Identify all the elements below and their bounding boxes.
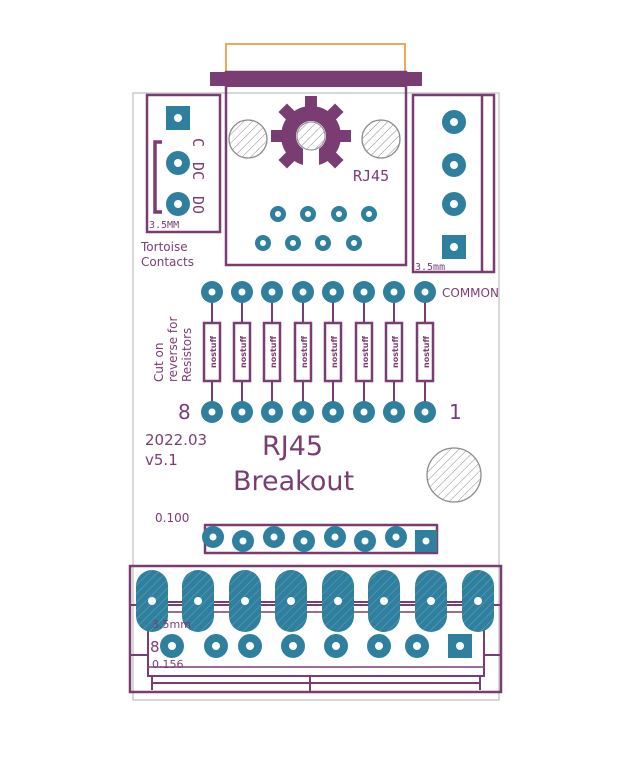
- screw-slot-6: [229, 570, 261, 632]
- terminal-pin-1: [448, 634, 472, 658]
- header-pin-6: [354, 530, 376, 552]
- rj45-keepout: [225, 43, 406, 74]
- pin8-label: 8: [178, 400, 191, 424]
- header-pin-3: [263, 526, 285, 548]
- terminal-pin-6: [238, 634, 262, 658]
- resistor-6: nostuff: [261, 281, 283, 423]
- resistor-3: nostuff: [353, 281, 375, 423]
- terminal-pin-2: [405, 634, 429, 658]
- resistor-1: nostuff: [414, 281, 436, 423]
- right-terminal-size: 3.5mm: [415, 262, 445, 273]
- bottom-terminal-pitch: 0.156: [152, 658, 184, 671]
- resistor-part-label: nostuff: [239, 336, 248, 368]
- terminal-label-do: DO: [189, 196, 207, 214]
- screw-slot-5: [275, 570, 307, 632]
- header-pin-4: [293, 530, 315, 552]
- resistor-array: nostuff nostuff nostuff nostuff nostuff nostu…: [201, 281, 436, 423]
- terminal-label-dc: DC: [189, 162, 207, 180]
- resistor-part-label: nostuff: [422, 336, 431, 368]
- cut-note-line2: reverse for: [166, 317, 180, 382]
- board-outline: [132, 92, 500, 701]
- header-pin-8: [415, 530, 437, 552]
- terminal-pin-5: [281, 634, 305, 658]
- screw-slot-8: [136, 570, 168, 632]
- terminal-pin-4: [324, 634, 348, 658]
- common-label: COMMON: [442, 286, 499, 300]
- screw-slot-7: [182, 570, 214, 632]
- resistor-5: nostuff: [292, 281, 314, 423]
- mounting-hole: [426, 447, 482, 503]
- rj45-label: RJ45: [353, 167, 389, 185]
- board-date: 2022.03: [145, 431, 207, 449]
- resistor-part-label: nostuff: [330, 336, 339, 368]
- rj45-pins: [255, 206, 377, 251]
- rj45-mount-hole-left: [228, 119, 268, 159]
- terminal-pin-8: [160, 634, 184, 658]
- bottom-pin8-mark: 8: [150, 638, 160, 656]
- resistor-part-label: nostuff: [269, 336, 278, 368]
- left-terminal-block: C DC DO 3.5MM: [145, 93, 222, 234]
- terminal-pin-7: [204, 634, 228, 658]
- resistor-7: nostuff: [231, 281, 253, 423]
- cut-note-line1: Cut on: [152, 343, 166, 382]
- right-terminal-block: 3.5mm: [411, 93, 496, 274]
- tortoise-caption-line1: Tortoise: [140, 240, 188, 254]
- resistor-8: nostuff: [201, 281, 223, 423]
- bottom-terminal-size: 3.5mm: [152, 618, 191, 631]
- header-pin-2: [232, 530, 254, 552]
- screw-slot-1: [462, 570, 494, 632]
- resistor-4: nostuff: [322, 281, 344, 423]
- rj45-mount-hole-right: [361, 119, 401, 159]
- header-pin-5: [324, 526, 346, 548]
- header-pin-1: [202, 526, 224, 548]
- board-version: v5.1: [145, 451, 178, 469]
- screw-slot-2: [415, 570, 447, 632]
- resistor-2: nostuff: [383, 281, 405, 423]
- rj45-connector: RJ45: [210, 70, 422, 267]
- cut-note-line3: Resistors: [180, 328, 194, 382]
- board-title-line2: Breakout: [233, 466, 354, 497]
- header-pitch-label: 0.100: [155, 511, 189, 525]
- resistor-part-label: nostuff: [361, 336, 370, 368]
- resistor-part-label: nostuff: [391, 336, 400, 368]
- screw-slot-4: [322, 570, 354, 632]
- screw-slot-3: [368, 570, 400, 632]
- resistor-part-label: nostuff: [209, 336, 218, 368]
- header-pin-7: [385, 526, 407, 548]
- pin-header-0100: [202, 523, 439, 555]
- left-terminal-size: 3.5MM: [149, 220, 179, 231]
- bottom-terminal-block: [128, 564, 503, 694]
- terminal-pin-3: [367, 634, 391, 658]
- tortoise-caption-line2: Contacts: [141, 255, 194, 269]
- terminal-label-c: C: [189, 138, 207, 147]
- oshw-gear-icon: [271, 96, 351, 172]
- board-title-line1: RJ45: [262, 431, 323, 462]
- resistor-part-label: nostuff: [300, 336, 309, 368]
- pin1-label: 1: [449, 400, 462, 424]
